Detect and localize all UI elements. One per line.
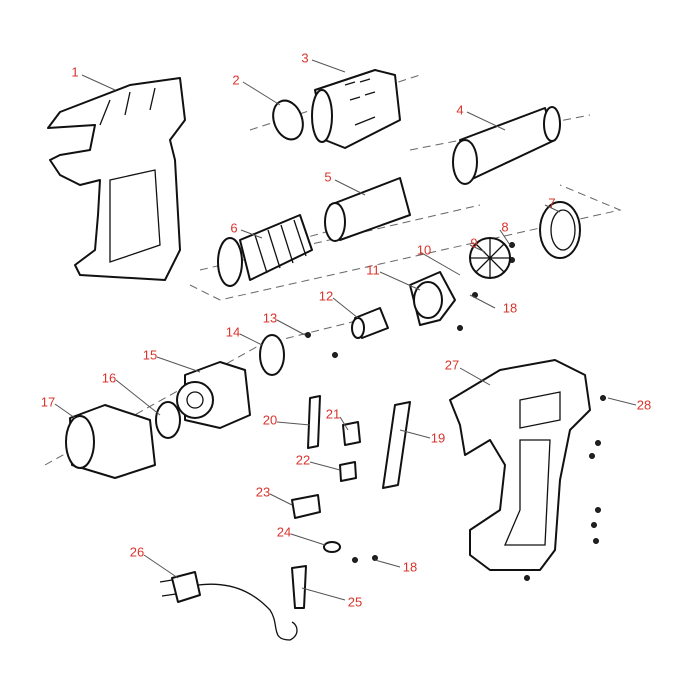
callout-4: 4 [456,102,464,118]
part-7-fan-cover [539,201,581,259]
callout-14: 14 [225,324,241,340]
part-25-cable-sleeve [291,565,307,609]
part-5-mica-sheet [324,177,411,242]
callout-13: 13 [262,310,278,326]
part-9-fan-impeller [469,237,511,279]
callout-8: 8 [501,219,509,235]
screws [305,242,606,581]
callout-11: 11 [366,262,380,278]
callout-2: 2 [232,72,240,88]
part-6-heating-element [217,214,313,287]
callout-16: 16 [101,370,117,386]
part-11-motor-bracket [409,271,456,326]
leader-lines [54,59,637,601]
callout-18b: 18 [402,559,418,575]
callout-6: 6 [230,220,238,236]
part-20-switch [307,395,321,449]
callout-25: 25 [347,594,363,610]
callout-15: 15 [142,347,158,363]
part-23-terminal [291,494,321,519]
callout-17: 17 [40,394,56,410]
part-14-plate [259,334,285,376]
callout-5: 5 [324,169,332,185]
part-27-housing-right [449,359,591,571]
callout-19: 19 [430,430,446,446]
part-12-motor [351,307,389,339]
part-16-ring [155,401,181,439]
part-4-tube [452,106,561,185]
callout-9: 9 [470,235,478,251]
callout-12: 12 [318,288,334,304]
callout-23: 23 [255,484,271,500]
callout-28: 28 [636,397,652,413]
part-24-clamp [323,541,341,553]
callout-10: 10 [416,242,432,258]
part-17-rear-vent [65,404,156,479]
part-2-ring [272,99,304,141]
callout-26: 26 [129,544,145,560]
callout-1: 1 [71,64,79,80]
part-26-power-cord [159,571,298,641]
part-1-housing-left [47,77,186,281]
callout-20: 20 [262,412,278,428]
part-3-nozzle [311,69,401,149]
part-21-component [342,421,361,446]
callout-22: 22 [295,452,311,468]
callout-21: 21 [325,406,341,422]
part-22-component [339,461,357,482]
callout-18: 18 [502,300,518,316]
callout-24: 24 [276,524,292,540]
callout-7: 7 [548,195,556,211]
callout-27: 27 [444,357,460,373]
part-19-pcb [382,401,411,489]
callout-3: 3 [301,50,309,66]
part-15-rear-housing [176,361,251,429]
